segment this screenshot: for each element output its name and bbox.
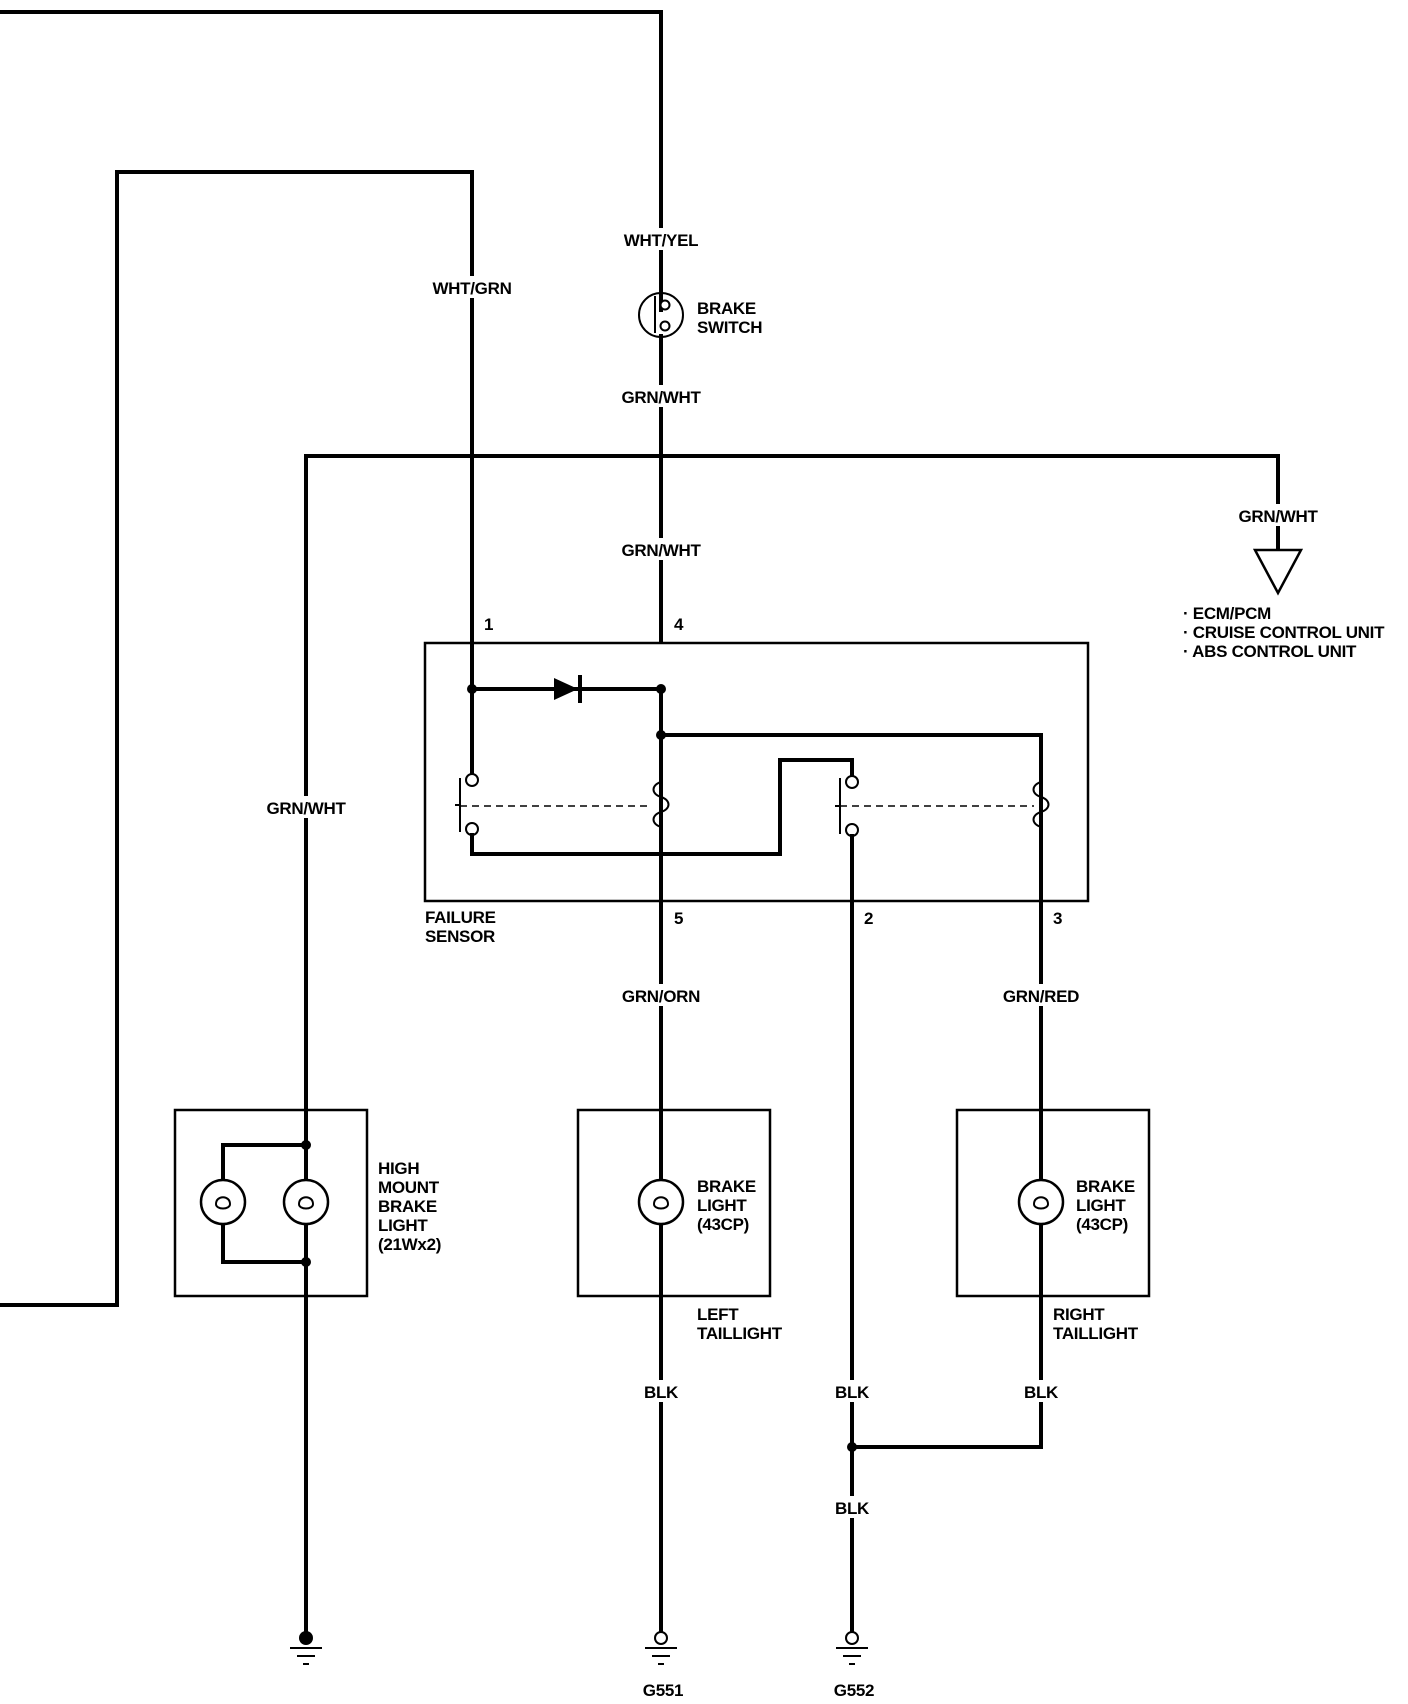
pin-number: 5 [674, 909, 683, 928]
wire-grn-wht-bus [304, 454, 1280, 1302]
failure-sensor-label: SENSOR [425, 927, 495, 946]
left-bulb-label: BRAKE [697, 1177, 756, 1196]
pin-number: 3 [1053, 909, 1062, 928]
high-mount-label: BRAKE [378, 1197, 437, 1216]
wires [0, 10, 1280, 1640]
wire-wht-yel [0, 10, 663, 312]
ground-icon [290, 1631, 322, 1665]
brake-switch-label: BRAKE [697, 299, 756, 318]
high-mount-label: LIGHT [378, 1216, 428, 1235]
right-taillight-label: TAILLIGHT [1053, 1324, 1139, 1343]
left-bulb-label: LIGHT [697, 1196, 747, 1215]
relay-coil-left [652, 781, 670, 902]
high-mount-label: HIGH [378, 1159, 419, 1178]
ground-label-g551: G551 [643, 1681, 683, 1700]
diode-icon [554, 678, 578, 700]
wire-label: GRN/WHT [621, 541, 701, 560]
pin-number: 4 [674, 615, 684, 634]
module-item: · ABS CONTROL UNIT [1183, 642, 1357, 661]
wire-label: GRN/WHT [1238, 507, 1318, 526]
pin-number: 2 [864, 909, 873, 928]
brake-switch [638, 291, 684, 338]
ground-junction [847, 1442, 857, 1452]
wire-label: BLK [644, 1383, 679, 1402]
relay-coil-right [1032, 781, 1050, 902]
left-taillight-label: LEFT [697, 1305, 739, 1324]
bulb-icon [199, 1178, 247, 1226]
right-taillight [955, 1108, 1151, 1298]
wire-label: WHT/YEL [624, 231, 698, 250]
right-bulb-label: (43CP) [1076, 1215, 1128, 1234]
high-mount-label: MOUNT [378, 1178, 440, 1197]
module-item: · CRUISE CONTROL UNIT [1183, 623, 1385, 642]
wire-grn-red [850, 734, 1043, 1449]
failure-sensor [423, 641, 1090, 903]
labels: WHT/YEL WHT/GRN GRN/WHT GRN/WHT GRN/WHT … [262, 228, 1385, 1700]
right-taillight-label: RIGHT [1053, 1305, 1105, 1324]
bulb-icon [282, 1178, 330, 1226]
ground-icon [645, 1631, 677, 1665]
right-bulb-label: LIGHT [1076, 1196, 1126, 1215]
module-item: · ECM/PCM [1183, 604, 1271, 623]
bulb-icon [637, 1178, 685, 1226]
wire-label: BLK [835, 1499, 870, 1518]
failure-sensor-label: FAILURE [425, 908, 496, 927]
wire-label: GRN/RED [1003, 987, 1079, 1006]
wire-label: BLK [1024, 1383, 1059, 1402]
left-taillight [576, 1108, 772, 1298]
wire-label: WHT/GRN [432, 279, 511, 298]
wire-wht-grn [0, 170, 474, 1307]
ground-label-g552: G552 [834, 1681, 874, 1700]
left-bulb-label: (43CP) [697, 1215, 749, 1234]
brake-switch-label: SWITCH [697, 318, 762, 337]
left-taillight-label: TAILLIGHT [697, 1324, 783, 1343]
wire-label: GRN/WHT [621, 388, 701, 407]
wire-label: GRN/ORN [622, 987, 700, 1006]
wire-label: BLK [835, 1383, 870, 1402]
module-arrow-icon [1252, 548, 1304, 596]
bulb-icon [1017, 1178, 1065, 1226]
failure-sensor-box [423, 641, 1090, 903]
ground-icon [836, 1631, 868, 1665]
high-mount-label: (21Wx2) [378, 1235, 441, 1254]
wire-label: GRN/WHT [266, 799, 346, 818]
right-bulb-label: BRAKE [1076, 1177, 1135, 1196]
high-mount-brake-light [173, 1108, 369, 1298]
pin-number: 1 [484, 615, 493, 634]
